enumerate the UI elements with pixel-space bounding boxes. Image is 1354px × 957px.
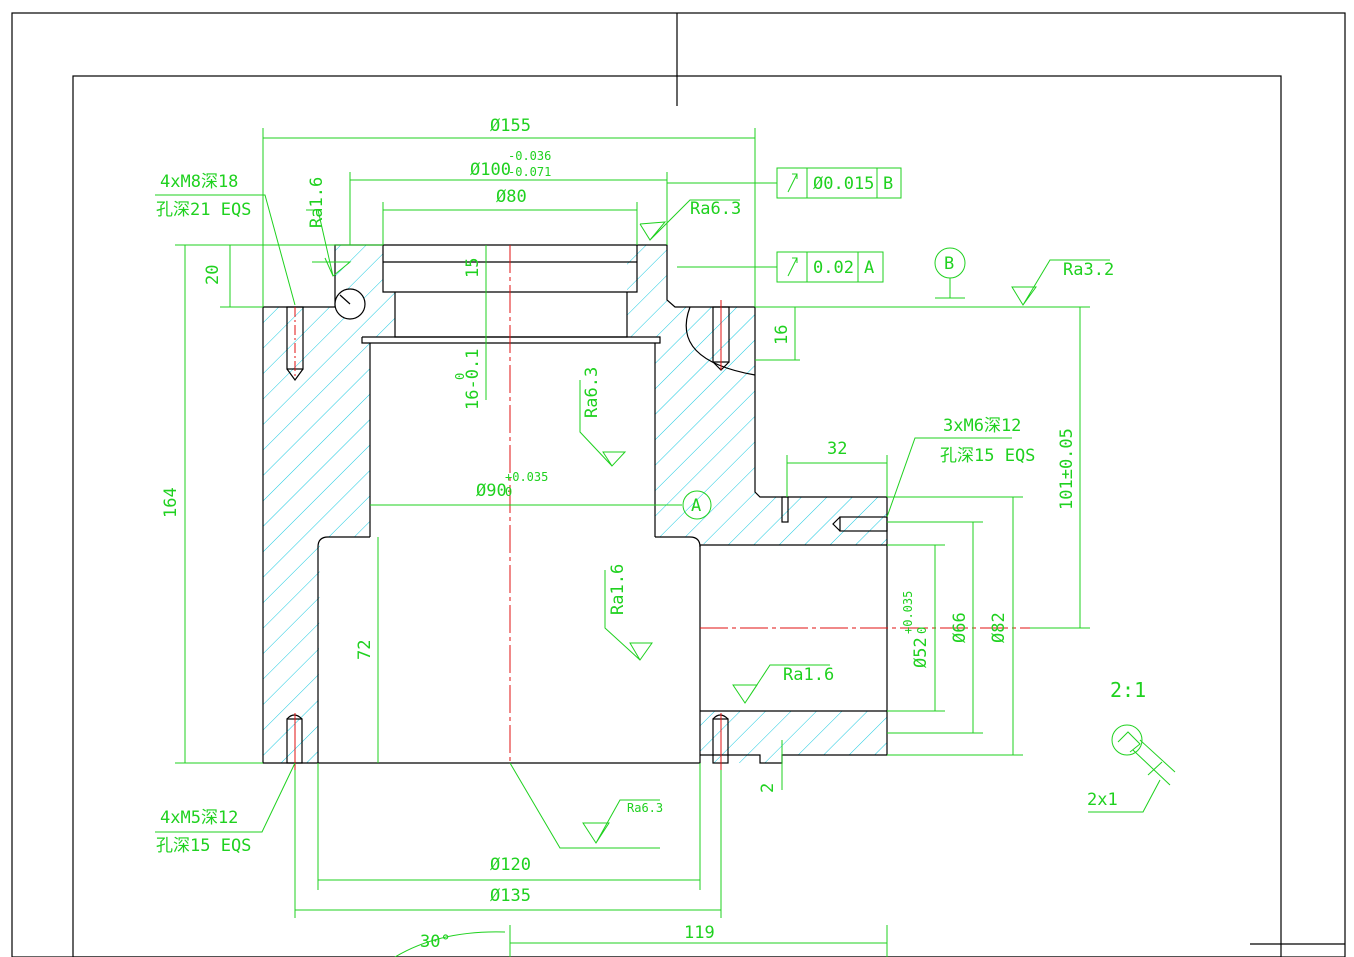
tol-a-value: 0.02 [813,258,854,278]
datum-b-label: B [944,254,954,274]
dim-d90-upper: +0.035 [505,470,548,484]
dim-d155: Ø155 [490,116,531,136]
dim-h72: 72 [355,640,375,660]
dim-chamfer: 2x1 [1087,790,1118,810]
dim-scale: 2:1 [1110,678,1146,702]
tol-b-value: Ø0.015 [813,174,874,194]
drawing-frame [11,12,1346,957]
roughness-ra63-bottom: Ra6.3 [627,801,663,815]
dim-d52-lower: 0 [915,627,929,634]
dim-d66: Ø66 [950,612,970,643]
roughness-ra63-mid: Ra6.3 [582,367,602,418]
hole-notes: 4xM8深18 孔深21 EQS 3xM6深12 孔深15 EQS 4xM5深1… [156,172,1035,856]
note-m8-line1: 4xM8深18 [160,172,238,192]
dim-d90-lower: 0 [505,485,512,499]
dim-d52: Ø52 [911,637,931,668]
dimension-lines [155,128,1176,957]
dim-h16-tol-upper: 0 [453,373,467,380]
dim-h101: 101±0.05 [1057,428,1077,510]
tol-b-datum: B [883,174,893,194]
dim-d100-lower: -0.071 [508,165,551,179]
tol-a-datum: A [864,258,874,278]
roughness-ra16-right: Ra1.6 [783,665,834,685]
centerlines [294,245,1030,770]
section-hatching [263,245,887,763]
tolerance-labels: Ø0.015 B 0.02 A B A [691,174,954,516]
note-m6-line2: 孔深15 EQS [940,446,1035,466]
roughness-ra16-top: Ra1.6 [307,177,327,228]
note-m8-line2: 孔深21 EQS [156,200,251,220]
dim-d52-upper: +0.035 [901,591,915,634]
dim-h16: 16 [772,325,792,345]
dim-h20: 20 [203,265,223,285]
dim-d100: Ø100 [470,160,511,180]
roughness-labels: Ra1.6 Ra6.3 Ra3.2 Ra6.3 Ra1.6 Ra1.6 Ra6.… [307,177,1114,815]
dim-d120: Ø120 [490,855,531,875]
dim-d80: Ø80 [496,187,527,207]
dim-h2: 2 [758,783,778,793]
note-m5-line1: 4xM5深12 [160,808,238,828]
dim-d82: Ø82 [989,612,1009,643]
note-m5-line2: 孔深15 EQS [156,836,251,856]
roughness-ra63-top: Ra6.3 [690,199,741,219]
dim-h164: 164 [161,487,181,518]
roughness-ra16-mid: Ra1.6 [608,564,628,615]
note-m6-line1: 3xM6深12 [943,416,1021,436]
dimension-labels: Ø155 Ø100 -0.036 -0.071 Ø80 Ø90 +0.035 0… [161,116,1146,952]
roughness-symbols [306,199,1110,844]
dim-h15: 15 [463,258,483,278]
tolerance-frame-b [776,167,902,199]
dim-d90: Ø90 [476,481,507,501]
roughness-ra32: Ra3.2 [1063,260,1114,280]
dim-h16-tol: 16-0.1 [463,349,483,410]
dim-d100-upper: -0.036 [508,149,551,163]
dim-d135: Ø135 [490,886,531,906]
dim-w32: 32 [827,439,847,459]
datum-a-label: A [691,496,701,516]
tolerance-frame-a [776,251,884,283]
dim-w119: 119 [684,923,715,943]
dim-angle30: 30° [420,932,451,952]
